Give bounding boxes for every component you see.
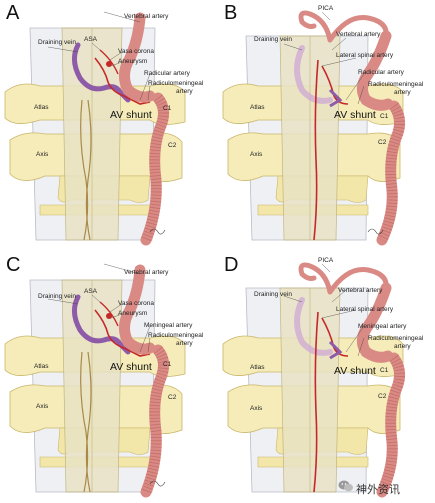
atlas-label: Atlas	[250, 104, 265, 111]
panel-d: D PICA Draining vein Vertebral artery La…	[218, 252, 435, 503]
axis-label: Axis	[36, 403, 49, 410]
panel-c: C Vertebral artery Draining vein ASA Vas…	[0, 252, 217, 503]
c2-label: C2	[168, 142, 177, 149]
wechat-icon	[338, 480, 353, 492]
asa-label: ASA	[84, 288, 98, 295]
av-shunt-label: AV shunt	[334, 109, 376, 121]
panel-letter: A	[6, 2, 20, 24]
vasa-corona-label: Vasa corona	[118, 48, 155, 55]
radiculomeningeal-artery-label: artery	[394, 89, 411, 96]
atlas-label: Atlas	[34, 104, 49, 111]
c1-label: C1	[163, 105, 172, 112]
panel-b-illustration	[218, 0, 435, 251]
aneurysm-label: Aneurysm	[118, 58, 148, 65]
lateral-spinal-artery-label: Lateral spinal artery	[336, 306, 394, 313]
panel-a-illustration	[0, 0, 217, 251]
panel-c-illustration	[0, 252, 217, 503]
vertebral-artery-label: Vertebral artery	[124, 269, 169, 276]
radiculomeningeal-label: Radiculomeningeal	[148, 332, 204, 339]
atlas-label: Atlas	[34, 363, 49, 370]
vasa-corona-label: Vasa corona	[118, 300, 155, 307]
c2-label: C2	[378, 393, 387, 400]
panel-d-illustration	[218, 252, 435, 503]
atlas-label: Atlas	[250, 364, 265, 371]
av-shunt-label: AV shunt	[110, 109, 152, 121]
radiculomeningeal-label: Radiculomeningeal	[368, 81, 424, 88]
meningeal-artery-label: Meningeal artery	[358, 323, 407, 330]
panel-b: B PICA Draining vein Vertebral artery La…	[218, 0, 435, 251]
av-shunt-label: AV shunt	[334, 365, 376, 377]
asa-label: ASA	[84, 36, 98, 43]
c2-label: C2	[378, 139, 387, 146]
meningeal-artery-label: Meningeal artery	[144, 322, 193, 329]
watermark-text: 神外资讯	[356, 483, 400, 496]
draining-vein-label: Draining vein	[38, 39, 76, 46]
radicular-artery-label: Radicular artery	[144, 70, 190, 77]
draining-vein-label: Draining vein	[38, 293, 76, 300]
radiculomeningeal-label: Radiculomeningeal	[368, 335, 424, 342]
radiculomeningeal-artery-label: artery	[176, 88, 193, 95]
c1-label: C1	[163, 361, 172, 368]
aneurysm-label: Aneurysm	[118, 310, 148, 317]
lateral-spinal-artery-label: Lateral spinal artery	[336, 52, 394, 59]
draining-vein-label: Draining vein	[254, 291, 292, 298]
vertebral-artery-label: Vertebral artery	[336, 31, 381, 38]
c2-label: C2	[168, 394, 177, 401]
radicular-artery-label: Radicular artery	[358, 69, 404, 76]
panel-letter: D	[224, 254, 239, 276]
pica-label: PICA	[318, 5, 334, 12]
axis-label: Axis	[250, 151, 263, 158]
panel-letter: C	[6, 254, 21, 276]
axis-label: Axis	[36, 151, 49, 158]
c1-label: C1	[380, 113, 389, 120]
pica-label: PICA	[318, 257, 334, 264]
c1-label: C1	[380, 367, 389, 374]
vertebral-artery-label: Vertebral artery	[338, 287, 383, 294]
panel-a: A Vertebral artery Draining vein ASA Vas…	[0, 0, 217, 251]
axis-label: Axis	[250, 405, 263, 412]
radiculomeningeal-artery-label: artery	[176, 340, 193, 347]
av-shunt-label: AV shunt	[110, 361, 152, 373]
radiculomeningeal-label: Radiculomeningeal	[148, 80, 204, 87]
panel-letter: B	[224, 2, 238, 24]
draining-vein-label: Draining vein	[254, 36, 292, 43]
vertebral-artery-label: Vertebral artery	[124, 13, 169, 20]
radiculomeningeal-artery-label: artery	[394, 343, 411, 350]
